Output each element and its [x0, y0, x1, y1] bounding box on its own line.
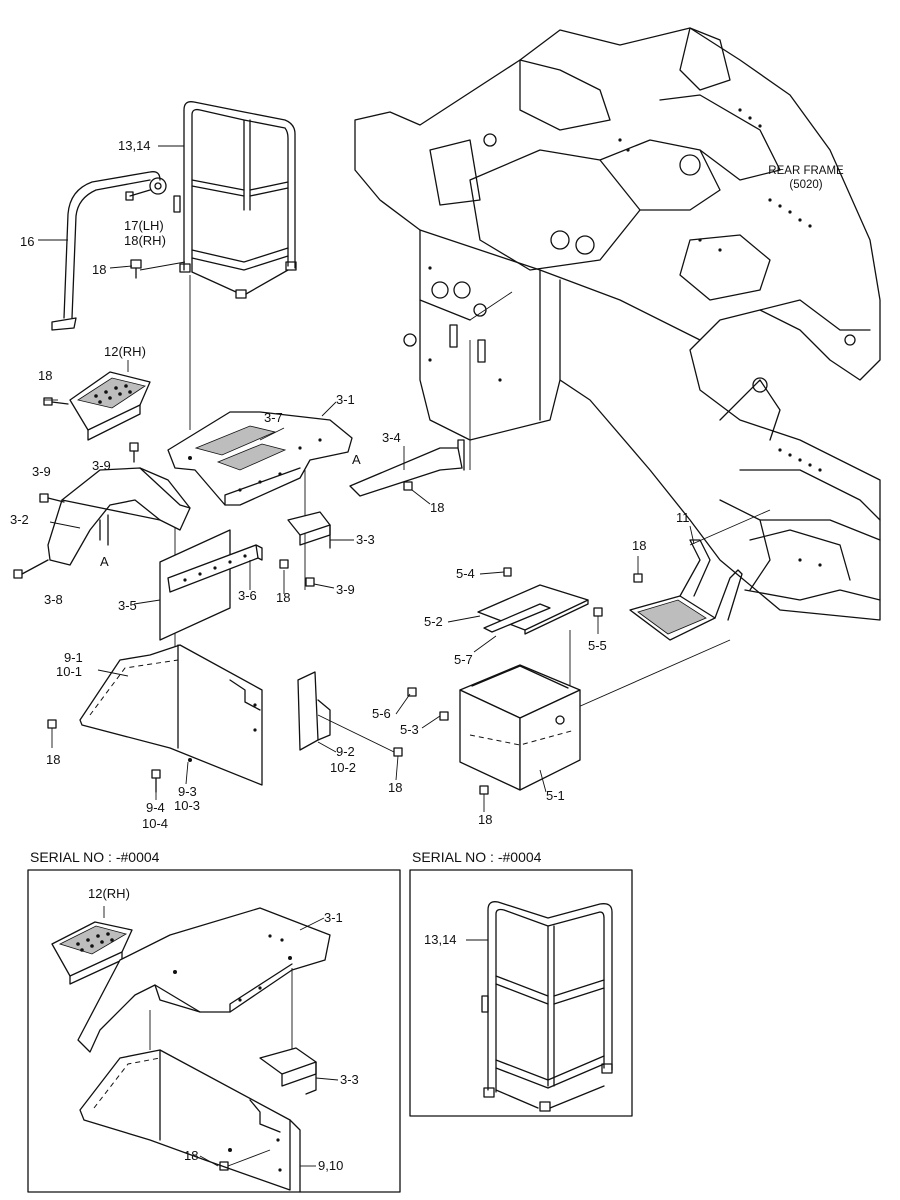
- cover-9-1: [47, 644, 263, 786]
- label-10-2: 10-2: [330, 760, 356, 775]
- inset-left: SERIAL NO : -#0004: [27, 849, 401, 1193]
- label-3-8: 3-8: [44, 592, 63, 607]
- label-18-g: 18: [388, 780, 402, 795]
- inset-left-label-9-10: 9,10: [318, 1158, 343, 1173]
- label-5-6: 5-6: [372, 706, 391, 721]
- label-11: 11: [676, 510, 690, 525]
- label-18-d: 18: [276, 590, 290, 605]
- label-12-rh: 12(RH): [104, 344, 146, 359]
- label-18-a: 18: [92, 262, 106, 277]
- handrail-16: [51, 171, 167, 331]
- label-5-1: 5-1: [546, 788, 565, 803]
- label-17-lh: 17(LH): [124, 218, 164, 233]
- label-a-1: A: [352, 452, 361, 467]
- label-9-4: 9-4: [146, 800, 165, 815]
- label-5-4: 5-4: [456, 566, 475, 581]
- label-5-2: 5-2: [424, 614, 443, 629]
- label-9-3: 9-3: [178, 784, 197, 799]
- bolt-9-4: [151, 769, 161, 793]
- label-10-4: 10-4: [142, 816, 168, 831]
- label-10-1: 10-1: [56, 664, 82, 679]
- inset-left-label-12-rh: 12(RH): [88, 886, 130, 901]
- rear-frame: REAR FRAME (5020): [354, 27, 881, 621]
- inset-right-header: SERIAL NO : -#0004: [412, 849, 542, 865]
- step-12-rh: [69, 360, 151, 441]
- label-3-9-b: 3-9: [32, 464, 51, 479]
- label-a-2: A: [100, 554, 109, 569]
- label-5-3: 5-3: [400, 722, 419, 737]
- label-3-5: 3-5: [118, 598, 137, 613]
- label-13-14: 13,14: [118, 138, 151, 153]
- bolt-3-8: [13, 559, 49, 579]
- inset-left-label-3-3: 3-3: [340, 1072, 359, 1087]
- label-10-3: 10-3: [174, 798, 200, 813]
- handrail-13-14: [173, 101, 297, 299]
- label-18-f: 18: [46, 752, 60, 767]
- inset-right-label-13-14: 13,14: [424, 932, 457, 947]
- label-18-rh: 18(RH): [124, 233, 166, 248]
- label-3-1: 3-1: [336, 392, 355, 407]
- bolt-17: [125, 189, 151, 201]
- label-3-2: 3-2: [10, 512, 29, 527]
- inset-left-label-18: 18: [184, 1148, 198, 1163]
- label-18-h: 18: [478, 812, 492, 827]
- bolt-18-handrail: [130, 259, 186, 279]
- battery-cover-5-2: [477, 567, 603, 635]
- label-3-9-c: 3-9: [336, 582, 355, 597]
- bracket-3-3: [279, 511, 331, 587]
- label-9-1: 9-1: [64, 650, 83, 665]
- main-labels: 13,14 17(LH) 18(RH) 16 18 12(RH) 18 3-7 …: [10, 138, 690, 831]
- rear-frame-code: (5020): [789, 179, 822, 191]
- label-9-2: 9-2: [336, 744, 355, 759]
- label-18-b: 18: [38, 368, 52, 383]
- bracket-3-4: [349, 439, 465, 497]
- label-18-c: 18: [430, 500, 444, 515]
- bolt-18-step: [43, 397, 69, 406]
- label-5-7: 5-7: [454, 652, 473, 667]
- plate-3-5: [159, 529, 263, 641]
- fender-3-2: [47, 467, 191, 566]
- inset-right: SERIAL NO : -#0004 13,14: [409, 849, 633, 1117]
- bracket-9-2: [297, 671, 403, 757]
- battery-box-5-1: [407, 664, 581, 795]
- label-3-6: 3-6: [238, 588, 257, 603]
- label-3-9-a: 3-9: [92, 458, 111, 473]
- inset-left-header: SERIAL NO : -#0004: [30, 849, 160, 865]
- label-3-3: 3-3: [356, 532, 375, 547]
- label-16: 16: [20, 234, 34, 249]
- bolt-3-9: [39, 442, 139, 503]
- inset-left-label-3-1: 3-1: [324, 910, 343, 925]
- fender-3-1: [167, 411, 353, 506]
- label-5-5: 5-5: [588, 638, 607, 653]
- label-18-e: 18: [632, 538, 646, 553]
- label-3-4: 3-4: [382, 430, 401, 445]
- rear-frame-label: REAR FRAME: [768, 165, 844, 177]
- label-3-7: 3-7: [264, 410, 283, 425]
